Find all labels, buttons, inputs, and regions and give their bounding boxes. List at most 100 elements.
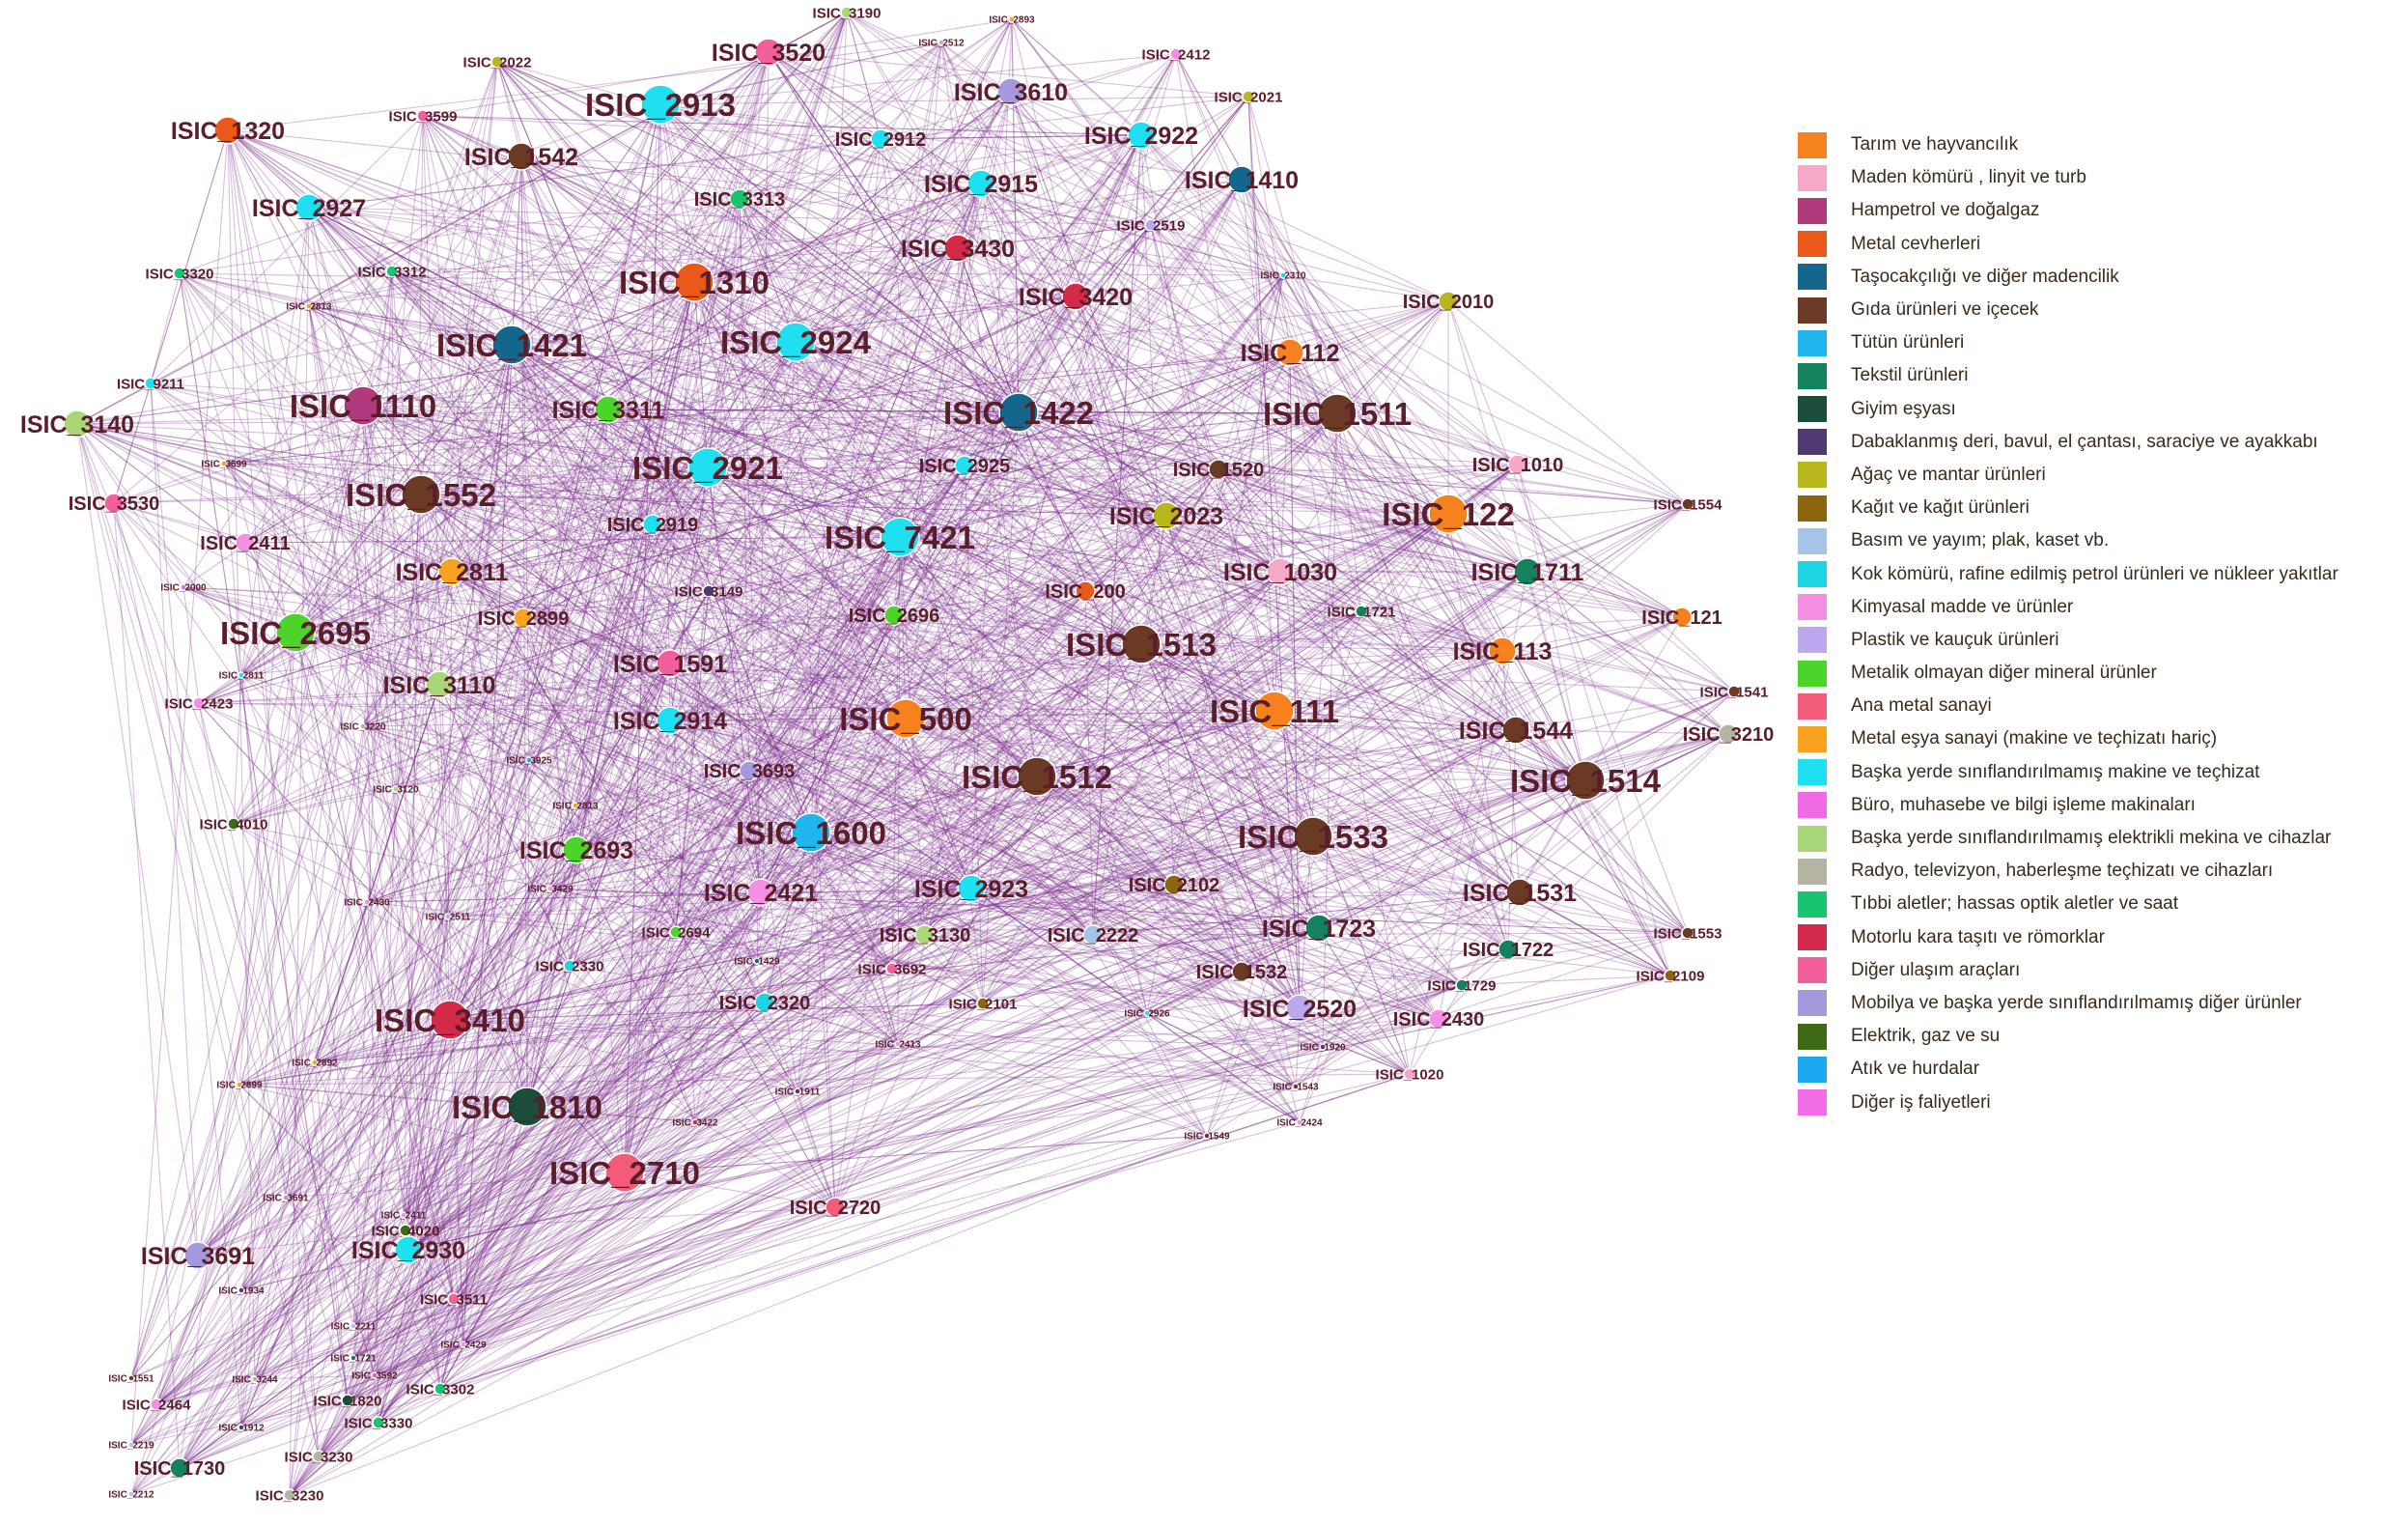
node-label: ISIC_2010 [1403,292,1495,313]
network-edge [374,183,982,1376]
network-edge [451,183,982,573]
network-edge [496,61,1142,645]
network-edge [422,115,1362,612]
network-edge [294,465,966,634]
network-edge [795,183,982,343]
network-edge [308,207,1297,1087]
network-edge [314,468,1219,1063]
network-edge [308,305,1689,505]
node-label: ISIC_3110 [383,672,496,699]
network-edge [391,270,972,890]
network-edge [451,571,984,1004]
network-edge [810,832,1094,936]
network-edge [294,247,959,634]
network-node [283,1488,296,1502]
network-edge [198,412,1338,704]
network-edge [1140,571,1281,645]
network-edge [940,42,1314,837]
network-edge [451,571,1440,1020]
legend-swatch [1798,957,1827,984]
network-edge [314,684,440,1063]
network-edge [707,466,1528,573]
network-edge [395,341,797,790]
network-edge [669,18,1013,721]
network-edge [575,849,1671,976]
network-edge [420,494,528,1108]
network-edge [756,884,1175,962]
network-edge [289,960,758,1496]
network-edge [924,411,1020,936]
network-edge [520,155,899,1045]
legend-swatch [1798,890,1827,918]
network-edge [1241,835,1314,973]
network-edge [244,155,522,544]
network-edge [294,632,464,1345]
network-edge [1140,643,1411,1075]
network-edge [347,1046,1324,1401]
network-edge [748,465,966,772]
network-edge [520,155,1449,302]
network-edge [624,300,1449,1173]
node-label: ISIC_1422 [943,395,1094,431]
network-edge [1312,729,1517,837]
network-node [434,1382,447,1396]
network-edge [748,770,1463,986]
network-edge [439,1106,528,1390]
node-label: ISIC_1010 [1472,455,1564,476]
network-edge [449,927,1320,1021]
network-edge [768,51,1249,98]
network-edge [669,720,1586,781]
network-edge [1150,224,1689,934]
network-node [220,460,228,467]
legend-item: Diğer iş faliyetleri [1798,1086,2406,1118]
network-edge [764,464,1519,1003]
node-label: ISIC_2923 [914,876,1028,903]
network-edge [289,466,709,1496]
network-edge [403,1043,899,1216]
network-edge [289,571,1281,1496]
network-edge [1241,179,1517,731]
node-label: ISIC_3230 [285,1449,353,1465]
node-label: ISIC_1600 [736,815,886,851]
network-edge [439,1135,1208,1390]
network-edge [1165,515,1509,950]
network-edge [289,901,368,1496]
network-edge [285,1172,626,1199]
network-edge [391,270,1167,517]
legend-swatch [1798,660,1827,687]
node-label: ISIC_3420 [1019,284,1133,311]
network-edge [407,616,1683,1251]
network-edge [905,718,1320,929]
network-edge [254,590,710,1380]
network-edge [1274,710,1411,1075]
network-node [1082,924,1104,946]
network-edge [624,513,1449,1173]
network-edge [1519,779,1586,893]
network-edge [76,423,907,720]
network-edge [451,412,1338,573]
network-edge [1165,412,1338,517]
network-edge [308,305,907,720]
network-edge [197,224,1152,1257]
network-edge [880,138,1020,413]
network-node [1231,961,1252,982]
network-edge [768,51,1517,731]
network-edge [522,617,907,720]
network-edge [182,586,1586,781]
network-edge [318,183,982,1457]
network-edge [520,155,1517,731]
network-edge [528,341,797,761]
node-label: ISIC_2411 [200,533,290,554]
network-edge [449,733,1729,1021]
network-edge [899,536,1509,950]
network-edge [407,115,424,1251]
network-node [674,262,714,302]
network-edge [447,503,1689,918]
network-edge [197,18,1013,1257]
legend-item: Metal eşya sanayi (makine ve teçhizatı h… [1798,722,2406,755]
network-edge [940,42,1152,226]
network-edge [179,272,1167,517]
network-edge [708,590,1297,1087]
network-node [870,128,891,150]
network-edge [970,571,1281,890]
